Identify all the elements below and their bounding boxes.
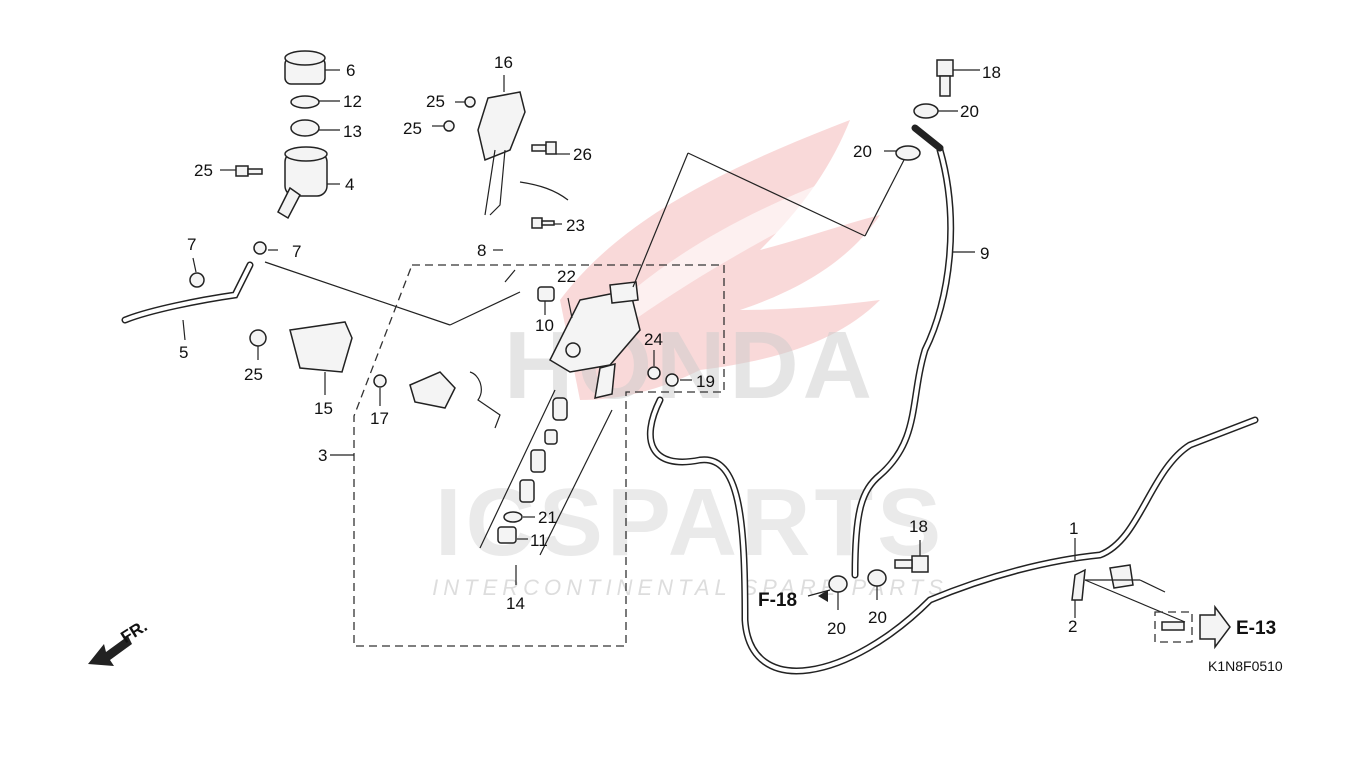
callout-4: 4 — [345, 175, 354, 194]
diaphragm-plate-part — [290, 95, 320, 109]
joint-part — [537, 286, 555, 302]
callout-9: 9 — [980, 244, 989, 263]
sealing-washer-part — [867, 569, 887, 587]
washer-part — [665, 373, 679, 387]
callout-25: 25 — [194, 161, 213, 180]
callout-26: 26 — [573, 145, 592, 164]
callout-22: 22 — [557, 267, 576, 286]
diagram-code: K1N8F0510 — [1208, 658, 1283, 674]
callout-7: 7 — [292, 242, 301, 261]
callout-25: 25 — [426, 92, 445, 111]
reservoir-part — [277, 146, 328, 220]
hose-clip-part — [253, 241, 267, 255]
reservoir-cap-part — [284, 50, 326, 85]
bolt-part — [531, 141, 557, 155]
callout-13: 13 — [343, 122, 362, 141]
sealing-washer-part — [913, 103, 939, 119]
spring-part — [594, 362, 616, 399]
reservoir-hose-part — [121, 261, 254, 324]
reference-f18-label[interactable]: F-18 — [758, 590, 797, 611]
callout-3: 3 — [318, 446, 327, 465]
reference-e13-label[interactable]: E-13 — [1236, 618, 1276, 639]
callout-12: 12 — [343, 92, 362, 111]
diaphragm-part — [290, 119, 320, 137]
callout-15: 15 — [314, 399, 333, 418]
cable-bracket-part — [1071, 564, 1134, 601]
callout-1: 1 — [1069, 519, 1078, 538]
hose-bolt-part — [936, 59, 954, 97]
piston-set-part — [479, 389, 613, 556]
cover-part — [289, 321, 353, 373]
callout-19: 19 — [696, 372, 715, 391]
bolt-part — [249, 329, 267, 347]
callout-16: 16 — [494, 53, 513, 72]
hose-bolt-part — [894, 555, 929, 573]
callout-6: 6 — [346, 61, 355, 80]
callout-14: 14 — [506, 594, 525, 613]
master-cylinder-assembly-box — [353, 264, 725, 647]
callout-23: 23 — [566, 216, 585, 235]
callout-17: 17 — [370, 409, 389, 428]
pin-part — [504, 269, 516, 283]
reference-arrow-e13 — [1199, 604, 1231, 650]
bracket-part — [477, 91, 569, 216]
callout-25: 25 — [244, 365, 263, 384]
reference-arrow-f18 — [818, 590, 828, 602]
sealing-washer-part — [828, 575, 848, 593]
bolt-part — [1161, 621, 1185, 631]
callout-8: 8 — [477, 241, 486, 260]
callout-2: 2 — [1068, 617, 1077, 636]
callout-25: 25 — [403, 119, 422, 138]
bolt-reference-box — [1154, 611, 1193, 643]
callout-20: 20 — [827, 619, 846, 638]
callout-20: 20 — [853, 142, 872, 161]
hose-clip-part — [189, 272, 205, 288]
callout-20: 20 — [960, 102, 979, 121]
lever-pushrod-part — [409, 371, 501, 429]
callout-11: 11 — [530, 531, 548, 550]
callout-21: 21 — [538, 508, 557, 527]
sealing-washer-part — [895, 145, 921, 161]
callout-18: 18 — [982, 63, 1001, 82]
brand-subtitle-watermark: INTERCONTINENTAL SPARE PARTS — [432, 575, 948, 600]
callout-5: 5 — [179, 343, 188, 362]
clutch-hose-part — [851, 124, 955, 579]
callout-7: 7 — [187, 235, 196, 254]
nut-part — [443, 120, 455, 132]
screw-part — [531, 217, 555, 229]
callout-20: 20 — [868, 608, 887, 627]
bolt-part — [373, 374, 387, 388]
spring-pin-part — [567, 297, 573, 319]
clutch-cable-part — [646, 396, 1259, 675]
washer-part — [647, 366, 661, 380]
callout-24: 24 — [644, 330, 663, 349]
callout-18: 18 — [909, 517, 928, 536]
callout-10: 10 — [535, 316, 554, 335]
reservoir-bolt-part — [235, 165, 263, 177]
front-arrow-icon — [88, 636, 132, 666]
nut-part — [464, 96, 476, 108]
